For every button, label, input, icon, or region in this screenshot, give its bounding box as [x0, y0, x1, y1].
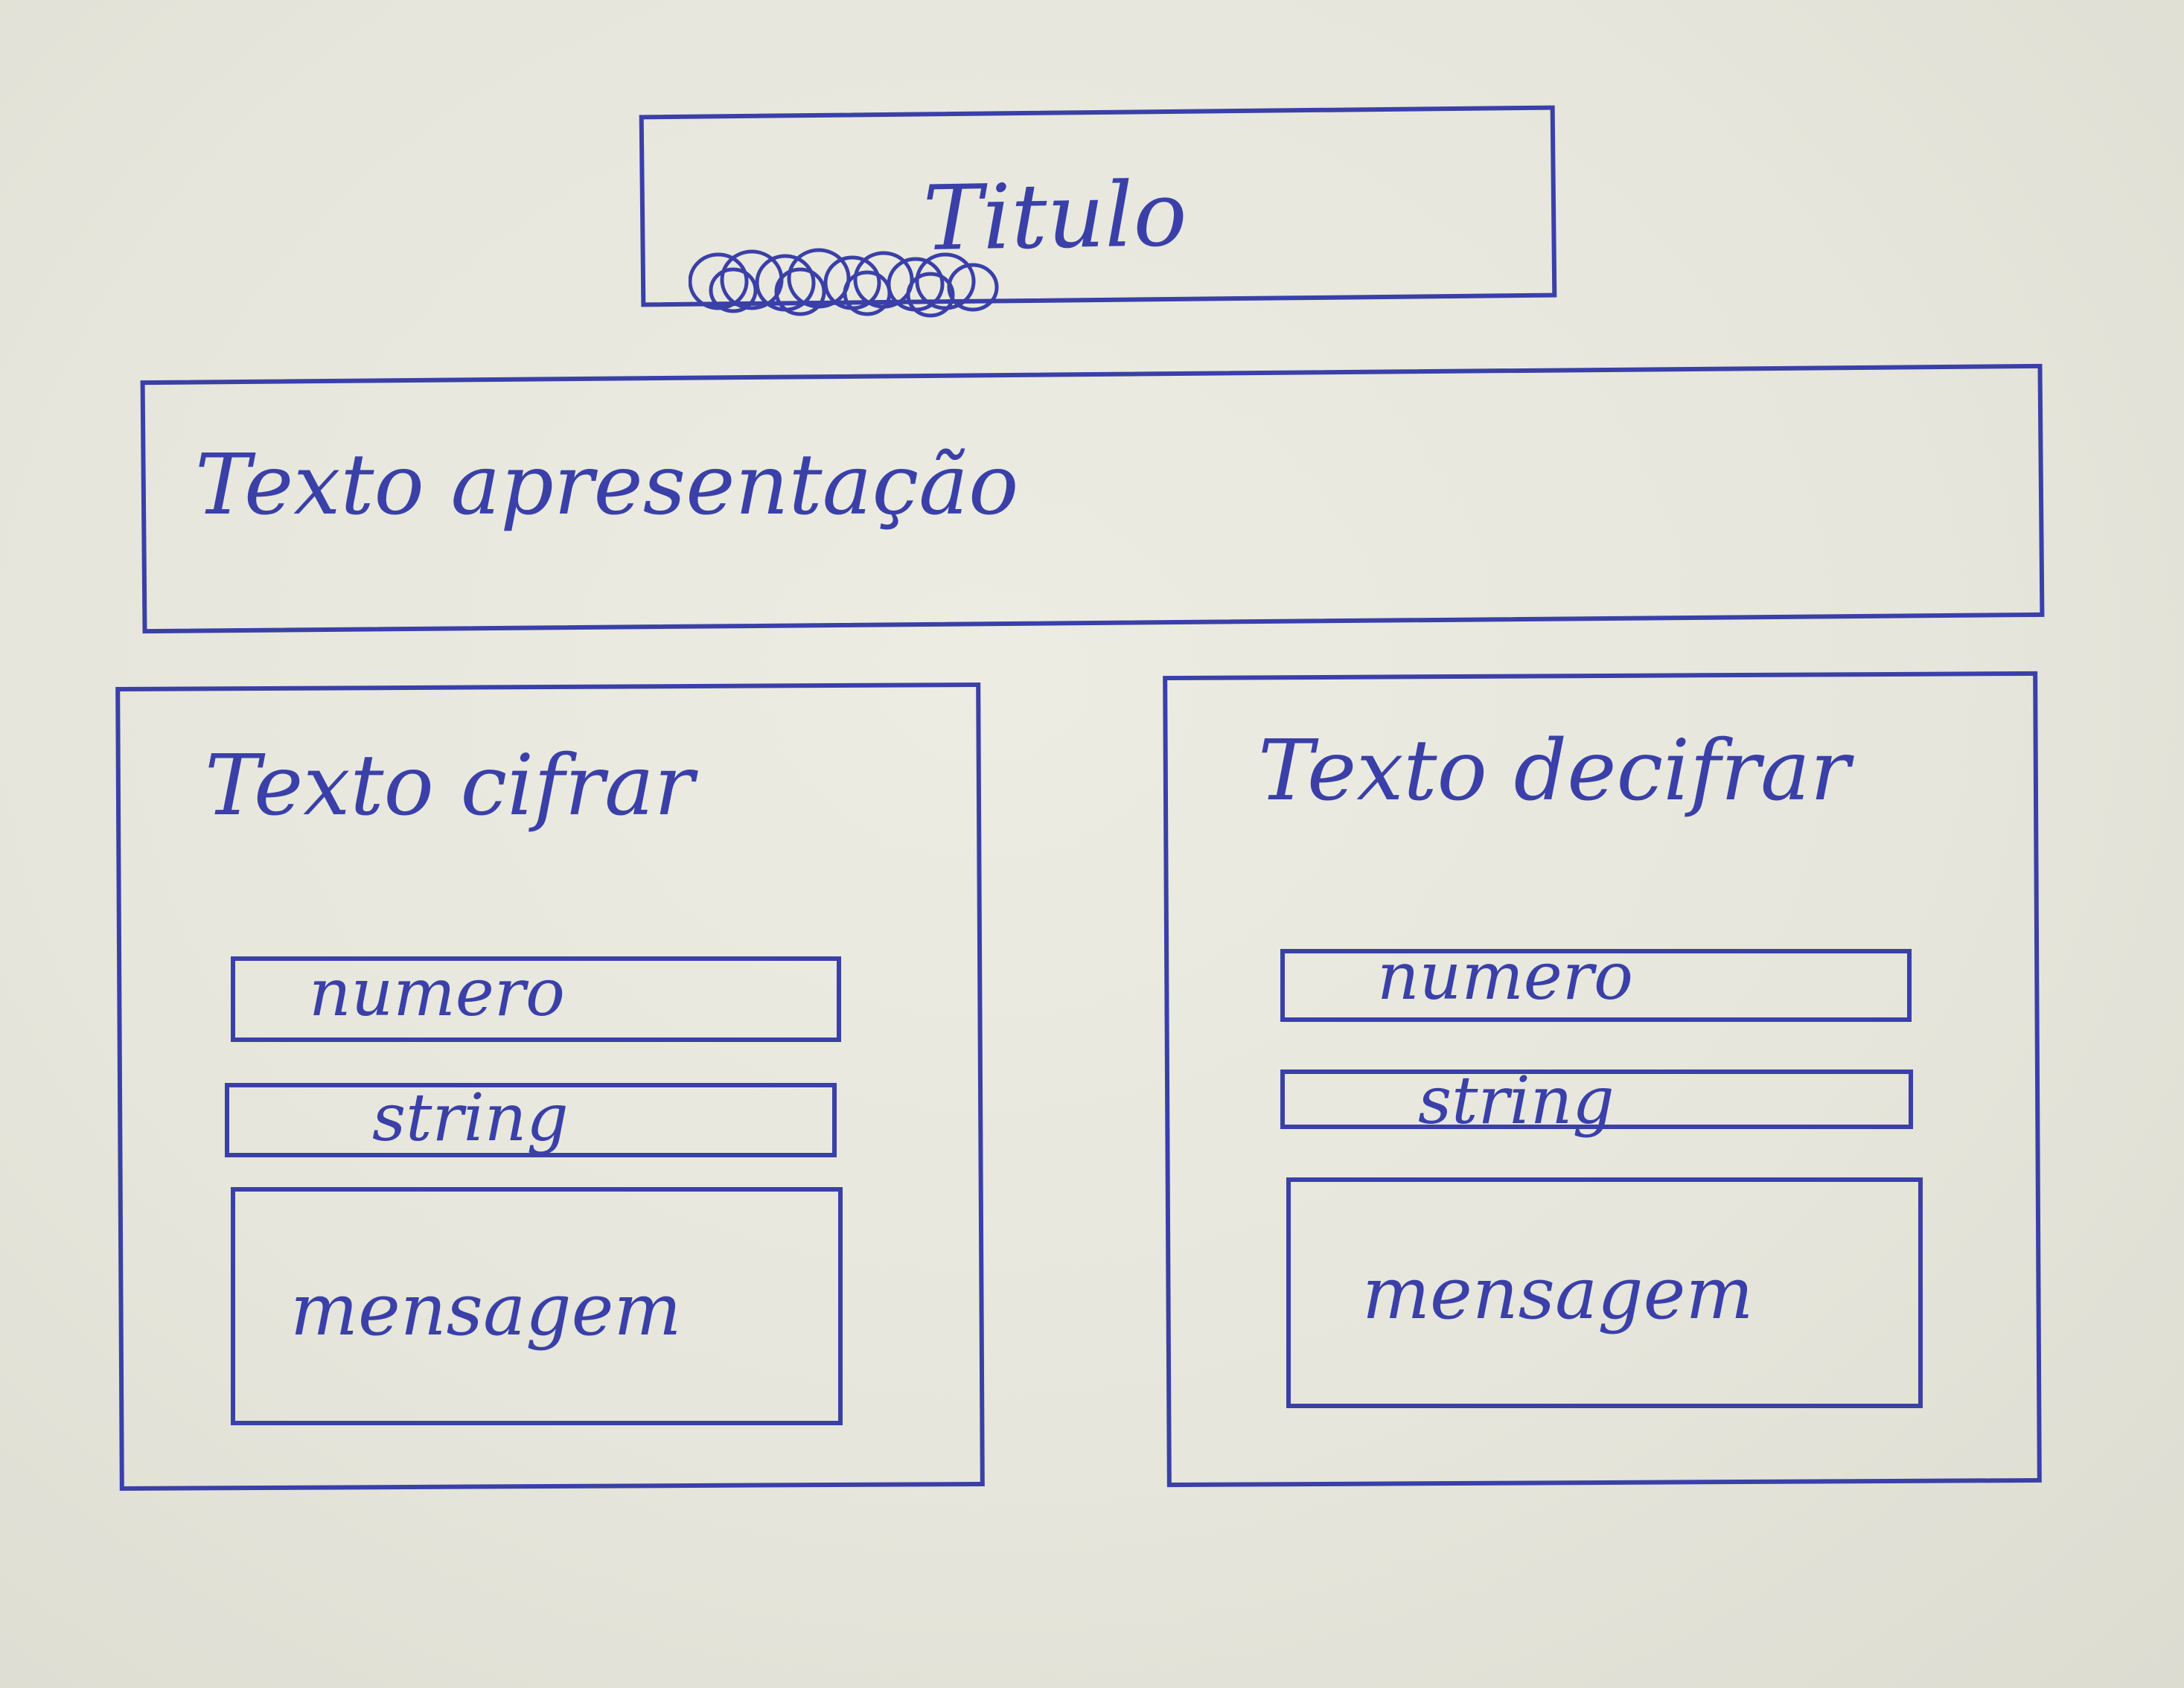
cipher-number-label: numero [309, 954, 565, 1031]
scribble-mark [689, 248, 999, 318]
decipher-number-label: numero [1377, 938, 1633, 1014]
cipher-string-input[interactable] [225, 1083, 837, 1157]
cipher-string-label: string [372, 1079, 569, 1156]
decipher-string-label: string [1418, 1062, 1615, 1139]
cipher-message-textarea[interactable] [231, 1187, 843, 1425]
cipher-message-label: mensagem [290, 1268, 682, 1352]
decipher-panel-title: Texto decifrar [1258, 723, 1851, 819]
cipher-panel-title: Texto cifrar [205, 738, 695, 834]
decipher-number-input[interactable] [1280, 949, 1912, 1022]
decipher-string-input[interactable] [1280, 1070, 1913, 1129]
decipher-message-label: mensagem [1362, 1252, 1754, 1335]
cipher-number-input[interactable] [231, 956, 841, 1042]
decipher-message-textarea[interactable] [1286, 1177, 1923, 1408]
intro-text: Texto apresentação [195, 437, 1019, 534]
